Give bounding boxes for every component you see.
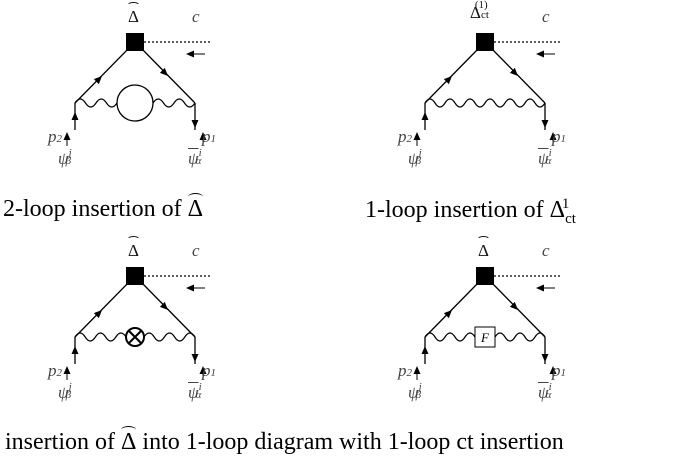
momentum-arrowhead-right xyxy=(549,366,557,374)
fermion-line-right xyxy=(140,281,196,338)
caption-1loop-ct: 1-loop insertion of Δct1 xyxy=(365,196,576,227)
ghost-momentum-arrowhead xyxy=(536,50,544,58)
field-left-label: ψjβ xyxy=(58,381,72,402)
momentum-arrowhead-left xyxy=(413,132,421,140)
momentum-right-label: p1 xyxy=(202,361,216,380)
vertex-symbol: Δ xyxy=(477,236,490,260)
fermion-line-right xyxy=(490,281,546,338)
boson-line-left xyxy=(74,332,127,342)
caption-bottom: insertion of Δ into 1-loop diagram with … xyxy=(5,426,564,455)
external-arrow-right xyxy=(541,120,549,128)
feynman-graph xyxy=(413,33,560,146)
ghost-label: c xyxy=(192,241,200,260)
vertex-label: Δ xyxy=(127,236,140,260)
ghost-label: c xyxy=(192,7,200,26)
boson-line-left xyxy=(74,98,118,108)
momentum-right-label: p1 xyxy=(202,127,216,146)
counterterm-cross-2 xyxy=(127,329,143,345)
fermion-arrow-left xyxy=(443,310,452,319)
field-right-label: ψiα xyxy=(188,381,202,402)
ghost-momentum-arrowhead xyxy=(186,284,194,292)
boson-line-right xyxy=(143,332,196,342)
external-arrow-right xyxy=(191,354,199,362)
external-arrow-right xyxy=(541,354,549,362)
feynman-graph xyxy=(63,33,210,146)
diagram-2loop-insertion: Δ c p2 p1 ψjβ ψiα xyxy=(48,0,220,170)
field-left-label: ψjβ xyxy=(408,147,422,168)
momentum-arrowhead-right xyxy=(549,132,557,140)
vertex-square xyxy=(476,33,494,51)
fermion-arrow-right xyxy=(509,301,518,310)
fermion-loop xyxy=(116,84,154,122)
ghost-momentum-arrowhead xyxy=(186,50,194,58)
momentum-arrowhead-right xyxy=(199,132,207,140)
boson-line xyxy=(424,98,546,108)
momentum-arrowhead-left xyxy=(63,366,71,374)
fermion-line-left xyxy=(424,47,480,104)
fermion-arrow-left xyxy=(93,310,102,319)
momentum-left-label: p2 xyxy=(48,361,62,380)
diagram-ct-vertex-insertion: Δ c p2 p1 ψjβ ψiα xyxy=(48,234,220,404)
field-left-label: ψjβ xyxy=(58,147,72,168)
external-arrow-left xyxy=(71,346,79,354)
feynman-graph xyxy=(63,267,210,380)
vertex-label: Δct(1) xyxy=(470,0,489,22)
fermion-line-right xyxy=(140,47,196,104)
field-left-label: ψjβ xyxy=(408,381,422,402)
insertion-box xyxy=(474,326,496,348)
diagram-box-insertion: F Δ c p2 p1 ψjβ ψiα xyxy=(398,234,570,404)
vertex-label: Δ xyxy=(477,236,490,260)
ghost-label: c xyxy=(542,7,550,26)
fermion-line-left xyxy=(424,281,480,338)
feynman-graph: F xyxy=(413,267,560,380)
vertex-symbol: Δ xyxy=(127,2,140,26)
fermion-arrow-right xyxy=(509,67,518,76)
field-right-label: ψiα xyxy=(538,147,552,168)
ghost-label: c xyxy=(542,241,550,260)
momentum-right-label: p1 xyxy=(552,361,566,380)
external-arrow-left xyxy=(71,112,79,120)
momentum-left-label: p2 xyxy=(48,127,62,146)
field-right-label: ψiα xyxy=(538,381,552,402)
momentum-arrowhead-left xyxy=(63,132,71,140)
fermion-arrow-right xyxy=(159,67,168,76)
boson-line-right xyxy=(494,332,546,342)
counterterm-insertion xyxy=(125,327,145,347)
caption-2loop: 2-loop insertion of Δ xyxy=(3,193,204,222)
field-right-label: ψiα xyxy=(188,147,202,168)
insertion-box-label: F xyxy=(480,330,490,345)
fermion-line-left xyxy=(74,47,130,104)
external-arrow-left xyxy=(421,346,429,354)
fermion-arrow-left xyxy=(93,76,102,85)
fermion-line-left xyxy=(74,281,130,338)
momentum-arrowhead-right xyxy=(199,366,207,374)
external-arrow-right xyxy=(191,120,199,128)
boson-line-left xyxy=(424,332,476,342)
vertex-label: Δ xyxy=(127,2,140,26)
momentum-arrowhead-left xyxy=(413,366,421,374)
boson-line-right xyxy=(152,98,196,108)
fermion-arrow-left xyxy=(443,76,452,85)
fermion-line-right xyxy=(490,47,546,104)
vertex-square xyxy=(476,267,494,285)
momentum-left-label: p2 xyxy=(398,127,412,146)
vertex-symbol: Δ xyxy=(127,236,140,260)
ghost-momentum-arrowhead xyxy=(536,284,544,292)
momentum-right-label: p1 xyxy=(552,127,566,146)
momentum-left-label: p2 xyxy=(398,361,412,380)
external-arrow-left xyxy=(421,112,429,120)
fermion-arrow-right xyxy=(159,301,168,310)
vertex-square xyxy=(126,267,144,285)
diagram-1loop-ct-insertion: Δct(1) c p2 p1 ψjβ ψiα xyxy=(398,0,570,170)
vertex-square xyxy=(126,33,144,51)
